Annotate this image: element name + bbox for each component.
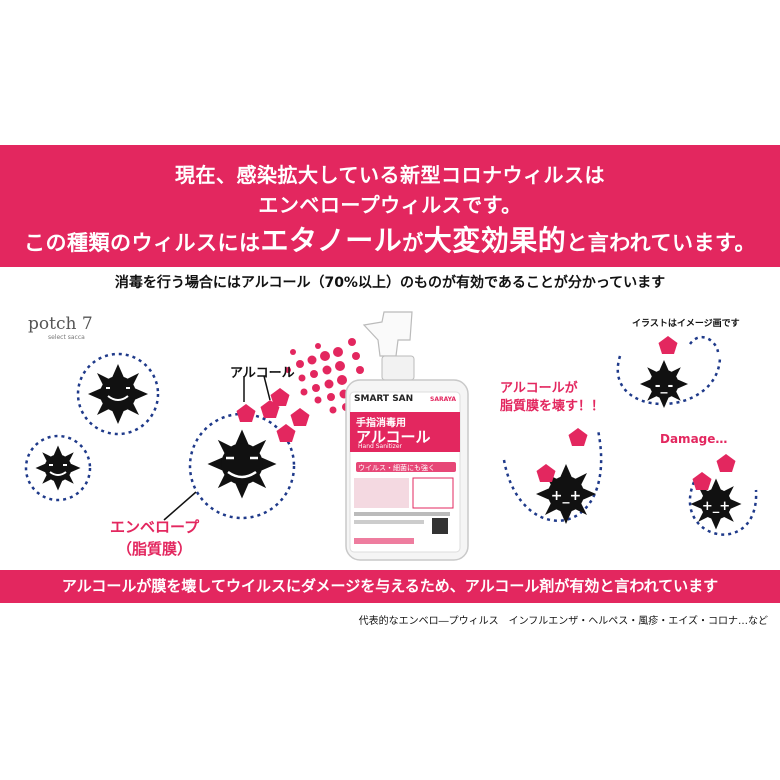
subtitle: 消毒を行う場合にはアルコール（70%以上）のものが有効であることが分かっています (114, 275, 666, 291)
headline-ethanol: エタノール (260, 224, 403, 257)
envelope-label: エンベロープ （脂質膜） (110, 516, 199, 560)
alcohol-breaks-line-2: 脂質膜を壊す！！ (500, 399, 605, 414)
bottom-banner: アルコールが膜を壊してウイルスにダメージを与えるため、アルコール剤が有効と言われ… (0, 570, 780, 603)
svg-text:+_+: +_+ (551, 488, 581, 504)
svg-text:-_-: -_- (655, 378, 674, 394)
envelope-label-arrow (163, 491, 197, 521)
spray-mist (285, 338, 364, 414)
headline-line-3: この種類のウィルスにはエタノールが大変効果的と言われています。 (0, 219, 780, 259)
envelope-label-line-1: エンベロープ (110, 518, 200, 536)
virus-left-bottom (24, 434, 92, 502)
damage-label: Damage… (660, 432, 728, 446)
brand-logo: potch 7 (28, 314, 93, 334)
alcohol-label: アルコール (230, 366, 295, 381)
headline-banner: 現在、感染拡大している新型コロナウィルスは エンベロープウィルスです。 この種類… (0, 145, 780, 267)
envelope-label-line-2: （脂質膜） (117, 540, 193, 558)
virus-right-bottom: +_+ (688, 454, 758, 536)
bottle-product-en: Hand Sanitizer (358, 443, 402, 450)
bottle-brand: SMART SAN (354, 394, 414, 404)
headline-line-3-part-e: と言われています。 (566, 231, 756, 255)
brand-logo-tagline: select sacca (48, 334, 85, 341)
headline-line-3-part-c: が (402, 231, 424, 255)
headline-line-3-part-a: この種類のウィルスには (24, 231, 261, 255)
bottle-product-line-2: アルコール (356, 428, 431, 446)
alcohol-particles (236, 388, 310, 442)
alcohol-breaks-label: アルコールが 脂質膜を壊す！！ (500, 380, 604, 416)
alcohol-label-arrows (243, 375, 271, 402)
headline-line-2: エンベロープウィルスです。 (258, 193, 522, 217)
virus-right-top: -_- (616, 335, 722, 408)
headline-line-1: 現在、感染拡大している新型コロナウィルスは (175, 163, 605, 187)
virus-right-middle: +_+ (502, 428, 603, 524)
illustration-note: イラストはイメージ画です (632, 319, 740, 329)
bottle-tagline: ウイルス・細菌にも強く (358, 464, 435, 472)
sanitizer-bottle (345, 311, 469, 561)
bottle-product-line-1: 手指消毒用 (356, 418, 406, 429)
alcohol-breaks-line-1: アルコールが (500, 381, 578, 396)
headline-effective: 大変効果的 (423, 224, 567, 257)
envelope-virus-examples: 代表的なエンベロ―プウィルス インフルエンザ・ヘルペス・風疹・エイズ・コロナ…な… (358, 616, 768, 627)
svg-text:+_+: +_+ (702, 499, 730, 514)
bottle-maker: SARAYA (430, 396, 457, 403)
virus-center (188, 412, 296, 520)
virus-left-top (76, 352, 160, 436)
